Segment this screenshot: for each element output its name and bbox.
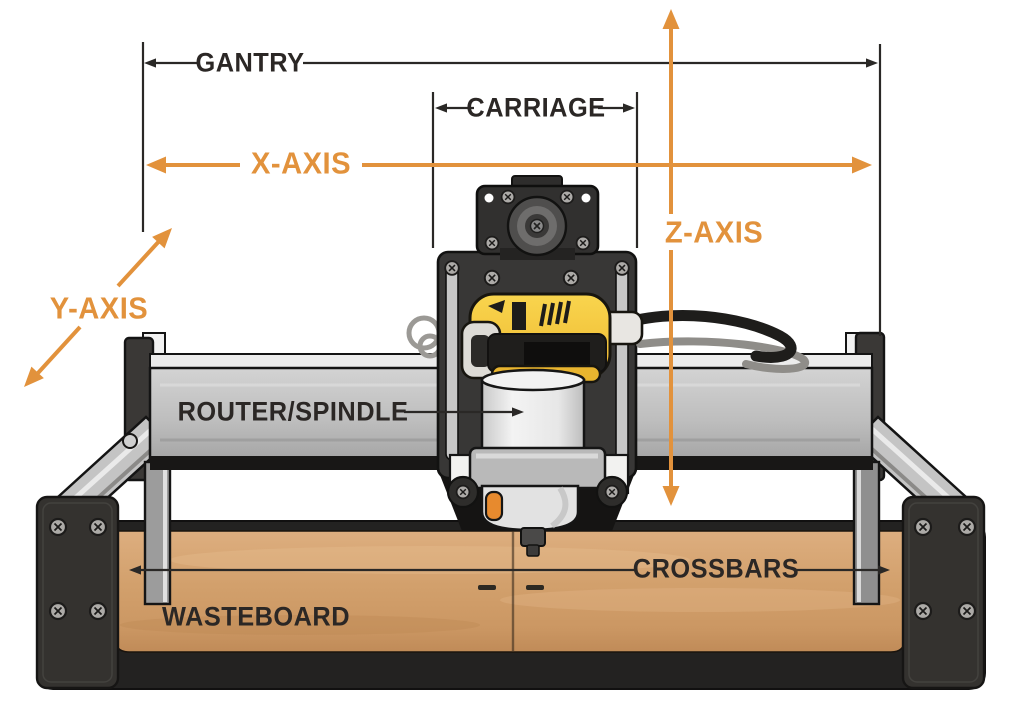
right-side-plate — [901, 495, 986, 690]
z-axis-arrow — [662, 9, 680, 506]
left-side-plate — [35, 495, 120, 690]
center-mark-left — [478, 585, 496, 590]
z-rail-right — [615, 263, 629, 461]
band-window — [524, 342, 590, 368]
wasteboard-label: WASTEBOARD — [162, 601, 350, 632]
router-body — [460, 292, 644, 384]
router-spindle-label: ROUTER/SPINDLE — [177, 396, 409, 427]
crossbars-label: CROSSBARS — [632, 553, 800, 584]
wasteboard-surface — [114, 530, 906, 653]
spindle-base — [446, 368, 630, 557]
gantry-label: GANTRY — [195, 47, 305, 78]
y-axis-arrow — [24, 228, 172, 387]
orange-button — [484, 490, 504, 522]
power-switch — [512, 302, 526, 330]
dimension-annotations — [24, 9, 890, 575]
x-axis-arrow — [146, 156, 872, 174]
x-axis-label: X-AXIS — [251, 145, 351, 181]
power-cord — [616, 310, 810, 373]
crossbars-pointers — [129, 565, 890, 575]
cable-coil — [406, 315, 443, 359]
z-axis-label: Z-AXIS — [664, 214, 764, 250]
vents — [539, 300, 571, 327]
center-mark-right — [526, 585, 544, 590]
stepper-motor — [475, 175, 600, 260]
y-axis-label: Y-AXIS — [49, 290, 149, 326]
gantry-dimension — [141, 42, 882, 336]
router-bit — [520, 527, 546, 547]
carriage-dimension — [431, 92, 639, 248]
z-rail-left — [445, 263, 459, 461]
crossbar-end-plates — [143, 460, 881, 606]
router-pointer — [404, 407, 524, 417]
logo-mark — [488, 300, 505, 313]
carriage-label: CARRIAGE — [466, 92, 606, 123]
